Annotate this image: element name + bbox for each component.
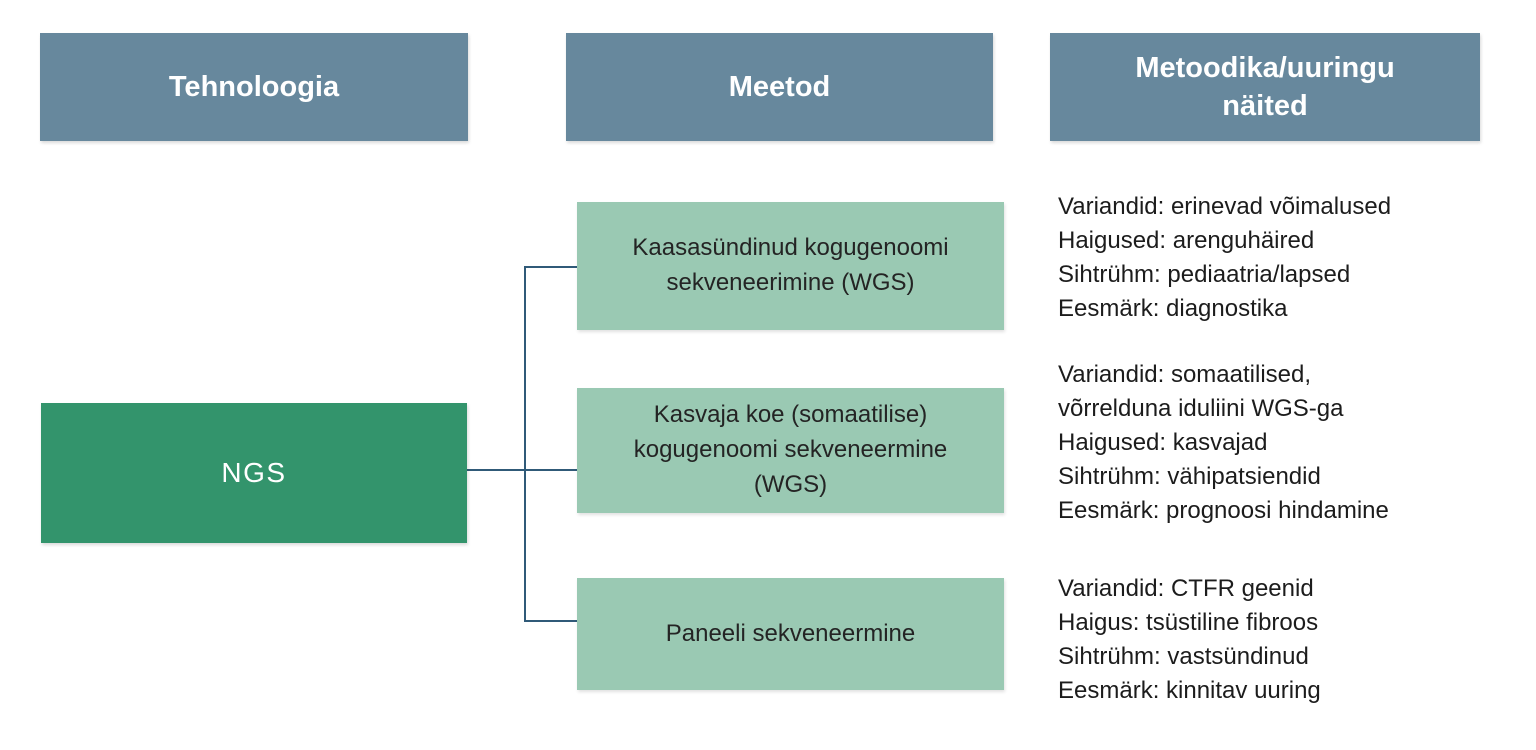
method-node-wgs-somatic: Kasvaja koe (somaatilise) kogugenoomi se… bbox=[577, 388, 1004, 513]
column-header-label: Meetod bbox=[728, 70, 831, 103]
example-line: Eesmärk: prognoosi hindamine bbox=[1058, 497, 1389, 524]
method-node-panel: Paneeli sekveneermine bbox=[577, 578, 1004, 690]
connector-trunk-vertical bbox=[524, 266, 526, 622]
example-line: Variandid: CTFR geenid bbox=[1058, 575, 1314, 602]
example-line: Sihtrühm: vastsündinud bbox=[1058, 643, 1309, 670]
root-node-label: NGS bbox=[221, 457, 287, 488]
column-header-meetod: Meetod bbox=[566, 33, 993, 141]
column-header-tehnoloogia: Tehnoloogia bbox=[40, 33, 468, 141]
method-node-label: Kasvaja koe (somaatilise) kogugenoomi se… bbox=[633, 401, 948, 498]
column-header-label: Tehnoloogia bbox=[168, 70, 340, 103]
method-node-label: Kaasasündinud kogugenoomi sekveneerimine… bbox=[632, 234, 949, 296]
example-line: Haigused: kasvajad bbox=[1058, 429, 1268, 456]
example-text-block-wgs-somatic: Variandid: somaatilised, võrrelduna idul… bbox=[1058, 358, 1508, 528]
example-line: võrrelduna iduliini WGS-ga bbox=[1058, 395, 1344, 422]
example-line: Sihtrühm: vähipatsiendid bbox=[1058, 463, 1321, 490]
connector-branch-bottom bbox=[524, 620, 578, 622]
column-header-label: Metoodika/uuringu näited bbox=[1135, 51, 1395, 122]
connector-branch-middle bbox=[467, 469, 578, 471]
root-node-ngs: NGS bbox=[41, 403, 467, 543]
example-line: Haigus: tsüstiline fibroos bbox=[1058, 609, 1319, 636]
example-text-block-panel: Variandid: CTFR geenid Haigus: tsüstilin… bbox=[1058, 572, 1508, 708]
example-text-block-wgs-germline: Variandid: erinevad võimalused Haigused:… bbox=[1058, 190, 1508, 326]
example-line: Eesmärk: diagnostika bbox=[1058, 295, 1288, 322]
method-node-wgs-germline: Kaasasündinud kogugenoomi sekveneerimine… bbox=[577, 202, 1004, 330]
example-line: Sihtrühm: pediaatria/lapsed bbox=[1058, 261, 1351, 288]
example-line: Variandid: erinevad võimalused bbox=[1058, 193, 1392, 220]
example-line: Eesmärk: kinnitav uuring bbox=[1058, 677, 1321, 704]
example-line: Haigused: arenguhäired bbox=[1058, 227, 1315, 254]
example-line: Variandid: somaatilised, bbox=[1058, 361, 1312, 388]
method-node-label: Paneeli sekveneermine bbox=[665, 619, 916, 647]
connector-branch-top bbox=[524, 266, 578, 268]
column-header-metoodika-naited: Metoodika/uuringu näited bbox=[1050, 33, 1480, 141]
